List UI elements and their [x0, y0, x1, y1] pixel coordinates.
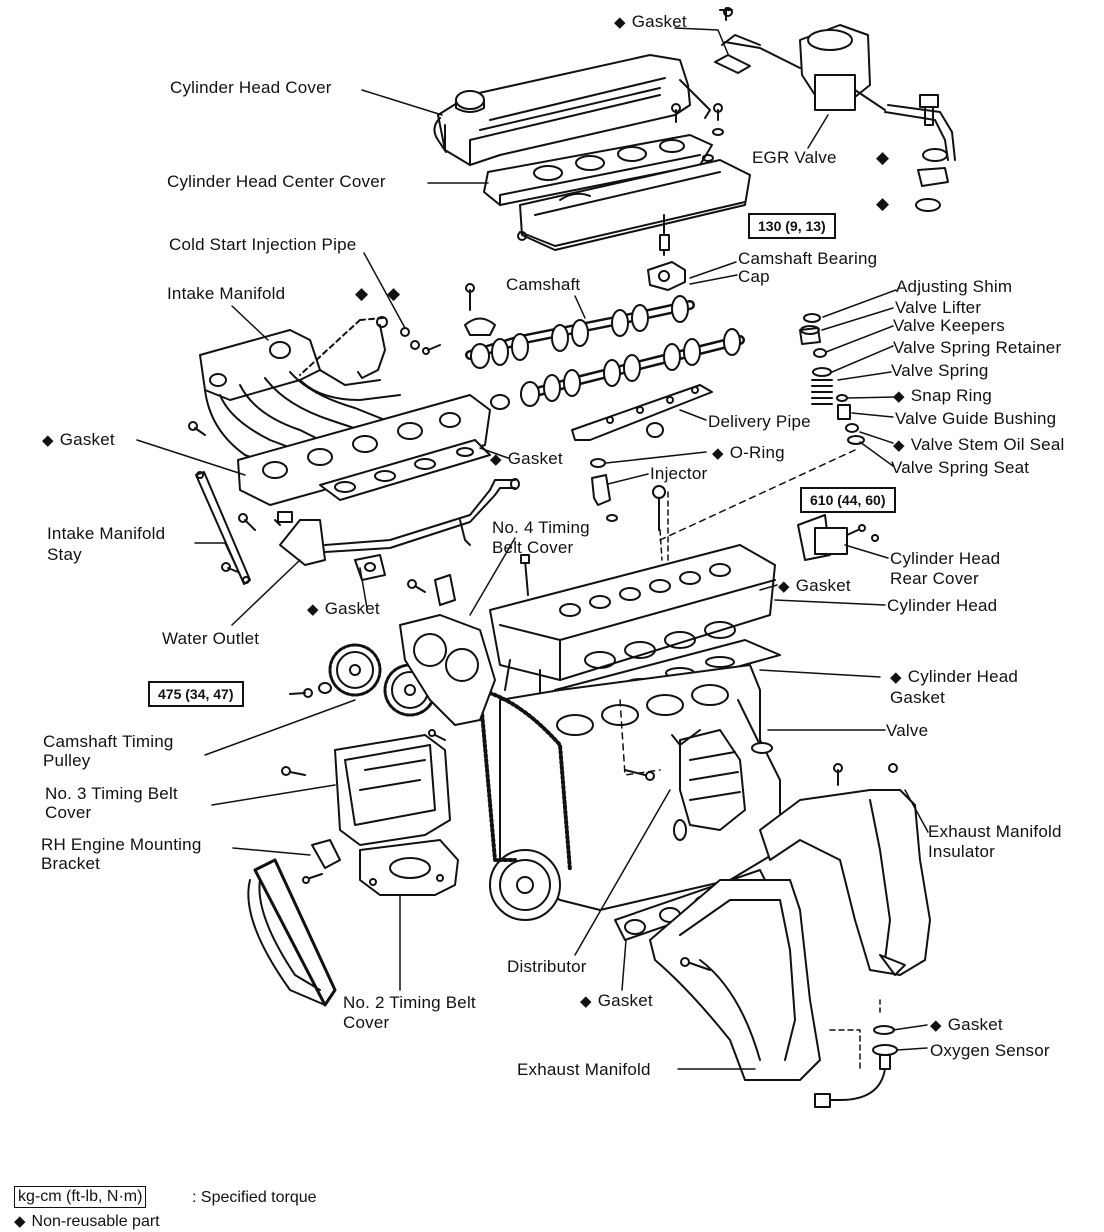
label-camshaft: Camshaft	[506, 275, 581, 294]
water-outlet-part	[238, 478, 520, 581]
label-no3-cover-1: No. 3 Timing Belt	[45, 784, 178, 803]
label-cylinder-head-center-cover: Cylinder Head Center Cover	[167, 172, 386, 191]
timing-pulleys-part	[289, 643, 446, 741]
label-valve-lifter: Valve Lifter	[895, 298, 982, 317]
label-valve-spring-seat: Valve Spring Seat	[891, 458, 1030, 477]
label-snap-ring: ◆Snap Ring	[893, 386, 992, 405]
label-valve-guide-bushing: Valve Guide Bushing	[895, 409, 1057, 428]
cylinder-head-part	[489, 544, 776, 696]
label-intake-stay-1: Intake Manifold	[47, 524, 166, 543]
leader-lines	[136, 27, 929, 1070]
label-camshaft-bearing-cap-1: Camshaft Bearing	[738, 249, 878, 268]
label-water-outlet: Water Outlet	[162, 629, 260, 648]
oxygen-sensor-part	[814, 1025, 898, 1108]
label-gasket-water: ◆Gasket	[307, 599, 380, 618]
legend-diamond-icon: ◆	[14, 1213, 26, 1230]
cover-lower-part	[517, 159, 751, 251]
label-exhaust-insulator-1: Exhaust Manifold	[928, 822, 1062, 841]
torque-pulley: 475 (34, 47)	[148, 681, 244, 707]
label-valve: Valve	[886, 721, 929, 740]
label-egr-valve: EGR Valve	[752, 148, 837, 167]
label-cam-pulley-2: Pulley	[43, 751, 91, 770]
torque-bearing-cap: 130 (9, 13)	[748, 213, 836, 239]
drive-belt-part	[247, 858, 337, 1007]
label-no2-cover-1: No. 2 Timing Belt	[343, 993, 476, 1012]
diamond-cold-start-1: ◆	[355, 284, 369, 303]
label-cyl-head-gasket-2: Gasket	[890, 688, 946, 707]
label-cyl-head-gasket-1: ◆Cylinder Head	[890, 667, 1019, 686]
cover-bolts	[671, 103, 724, 162]
label-camshaft-bearing-cap-2: Cap	[738, 267, 770, 286]
legend-unit-box: kg-cm (ft-lb, N·m)	[14, 1186, 147, 1208]
label-no3-cover-2: Cover	[45, 803, 92, 822]
no2-belt-cover-part	[359, 839, 459, 896]
label-rear-cover-1: Cylinder Head	[890, 549, 1001, 568]
label-intake-stay-2: Stay	[47, 545, 82, 564]
bearing-cap-part	[647, 214, 686, 291]
valve-part	[737, 699, 773, 754]
exhaust-insulator-part	[759, 763, 931, 976]
rear-cover-part	[797, 514, 879, 561]
label-cam-pulley-1: Camshaft Timing	[43, 732, 174, 751]
label-intake-manifold: Intake Manifold	[167, 284, 286, 303]
legend-nonreusable: ◆Non-reusable part	[14, 1213, 160, 1230]
cold-start-pipe-part	[299, 316, 441, 379]
label-injector: Injector	[650, 464, 708, 483]
label-o-ring: ◆O-Ring	[712, 443, 785, 462]
engine-block-part	[478, 664, 781, 921]
diamond-egr-gasket-1: ◆	[876, 148, 890, 167]
label-distributor: Distributor	[507, 957, 587, 976]
label-exhaust-insulator-2: Insulator	[928, 842, 996, 861]
label-valve-stem-oil-seal: ◆Valve Stem Oil Seal	[893, 435, 1065, 454]
label-rh-bracket-1: RH Engine Mounting	[41, 835, 202, 854]
rh-bracket-part	[302, 839, 341, 884]
intake-manifold-part	[188, 329, 491, 506]
no3-belt-cover-part	[281, 734, 451, 846]
label-cylinder-head: Cylinder Head	[887, 596, 998, 615]
label-gasket-o2: ◆Gasket	[930, 1015, 1003, 1034]
legend-unit-text: : Specified torque	[192, 1189, 317, 1206]
label-valve-spring-retainer: Valve Spring Retainer	[893, 338, 1062, 357]
label-gasket-top: ◆Gasket	[614, 12, 687, 31]
label-valve-spring: Valve Spring	[891, 361, 989, 380]
label-rh-bracket-2: Bracket	[41, 854, 101, 873]
diamond-egr-gasket-2: ◆	[876, 194, 890, 213]
torque-head-bolt: 610 (44, 60)	[800, 487, 896, 513]
egr-valve-part	[714, 7, 956, 212]
label-no4-cover-2: Belt Cover	[492, 538, 574, 557]
label-valve-keepers: Valve Keepers	[893, 316, 1005, 335]
injector-part	[590, 458, 618, 522]
label-no4-cover-1: No. 4 Timing	[492, 518, 590, 537]
diamond-cold-start-2: ◆	[387, 284, 401, 303]
label-exhaust-manifold: Exhaust Manifold	[517, 1060, 651, 1079]
label-rear-cover-2: Rear Cover	[890, 569, 979, 588]
label-adjusting-shim: Adjusting Shim	[896, 277, 1013, 296]
delivery-pipe-part	[571, 384, 713, 441]
no4-belt-cover-part	[399, 554, 530, 726]
distributor-part	[619, 699, 746, 841]
label-gasket-left: ◆Gasket	[42, 430, 115, 449]
label-cold-start-pipe: Cold Start Injection Pipe	[169, 235, 357, 254]
label-oxygen-sensor: Oxygen Sensor	[930, 1041, 1050, 1060]
valve-train-parts	[659, 313, 865, 541]
label-cylinder-head-cover: Cylinder Head Cover	[170, 78, 332, 97]
label-delivery-pipe: Delivery Pipe	[708, 412, 811, 431]
head-bolt-part	[652, 485, 669, 576]
cylinder-head-cover-part	[433, 54, 711, 166]
label-gasket-exhaust: ◆Gasket	[580, 991, 653, 1010]
label-gasket-rear: ◆Gasket	[778, 576, 851, 595]
label-no2-cover-2: Cover	[343, 1013, 390, 1032]
exhaust-manifold-part	[614, 869, 881, 1081]
camshaft-parts	[464, 283, 745, 410]
label-gasket-intake: ◆Gasket	[490, 449, 563, 468]
